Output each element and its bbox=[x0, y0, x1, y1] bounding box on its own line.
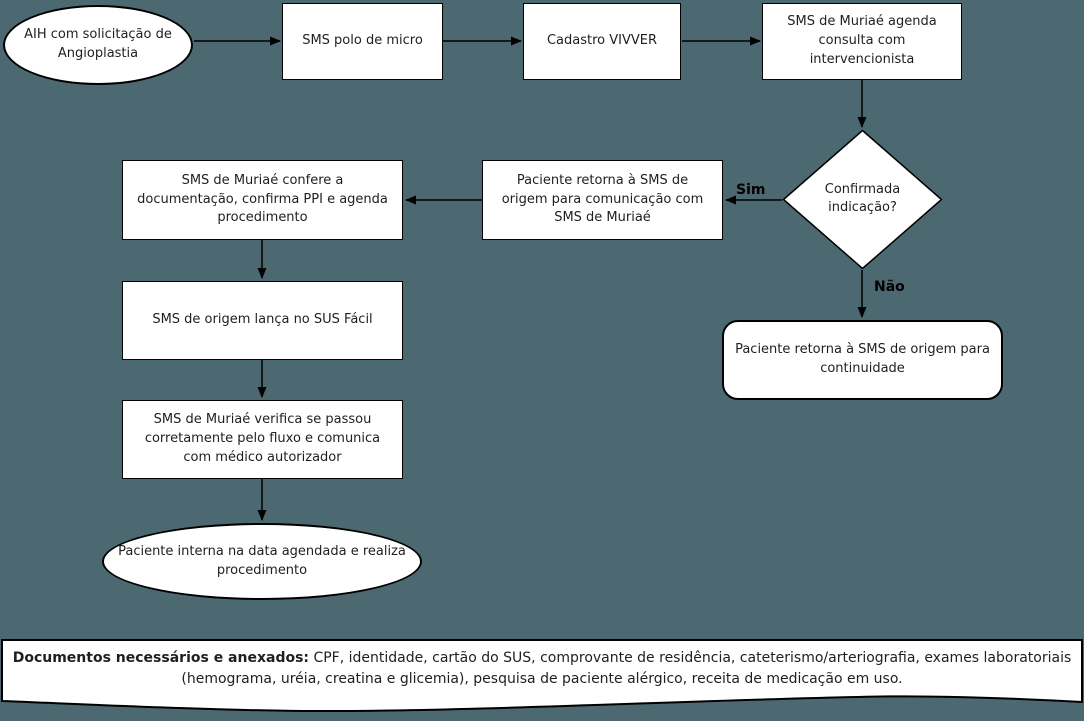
footer-documents-body: CPF, identidade, cartão do SUS, comprova… bbox=[181, 650, 1072, 687]
node-sms-polo: SMS polo de micro bbox=[282, 3, 443, 80]
decision-diamond-shape bbox=[782, 129, 943, 270]
footer-document-shape bbox=[0, 639, 1083, 713]
node-retorna-comunicacao-label: Paciente retorna à SMS de origem para co… bbox=[501, 172, 704, 226]
node-decision: Confirmada indicação? bbox=[782, 129, 943, 270]
footer-documents-lead: Documentos necessários e anexados: bbox=[12, 650, 310, 666]
edge-label-sim: Sim bbox=[736, 182, 766, 198]
node-cadastro-vivver-label: Cadastro VIVVER bbox=[546, 33, 658, 49]
node-verifica-fluxo: SMS de Muriaé verifica se passou correta… bbox=[122, 400, 403, 479]
node-confere-documentacao-label: SMS de Muriaé confere a documentação, co… bbox=[137, 172, 388, 226]
node-retorna-continuidade: Paciente retorna à SMS de origem para co… bbox=[722, 320, 1003, 400]
node-retorna-continuidade-label: Paciente retorna à SMS de origem para co… bbox=[735, 342, 990, 376]
node-confere-documentacao: SMS de Muriaé confere a documentação, co… bbox=[122, 160, 403, 240]
node-agenda-consulta-label: SMS de Muriaé agenda consulta com interv… bbox=[787, 14, 937, 67]
node-sus-facil: SMS de origem lança no SUS Fácil bbox=[122, 281, 403, 360]
node-retorna-comunicacao: Paciente retorna à SMS de origem para co… bbox=[482, 160, 723, 240]
node-sus-facil-label: SMS de origem lança no SUS Fácil bbox=[152, 312, 373, 328]
footer-documents-note: Documentos necessários e anexados: CPF, … bbox=[12, 648, 1072, 690]
node-paciente-interna: Paciente interna na data agendada e real… bbox=[102, 523, 422, 600]
node-verifica-fluxo-label: SMS de Muriaé verifica se passou correta… bbox=[144, 412, 381, 465]
node-paciente-interna-label: Paciente interna na data agendada e real… bbox=[118, 543, 406, 578]
node-start-label: AIH com solicitação de Angioplastia bbox=[24, 27, 172, 61]
node-cadastro-vivver: Cadastro VIVVER bbox=[523, 3, 681, 80]
node-decision-label: Confirmada indicação? bbox=[824, 181, 901, 216]
node-start: AIH com solicitação de Angioplastia bbox=[3, 5, 193, 85]
node-agenda-consulta: SMS de Muriaé agenda consulta com interv… bbox=[762, 3, 962, 80]
node-sms-polo-label: SMS polo de micro bbox=[302, 33, 423, 49]
edge-label-nao: Não bbox=[874, 279, 905, 295]
